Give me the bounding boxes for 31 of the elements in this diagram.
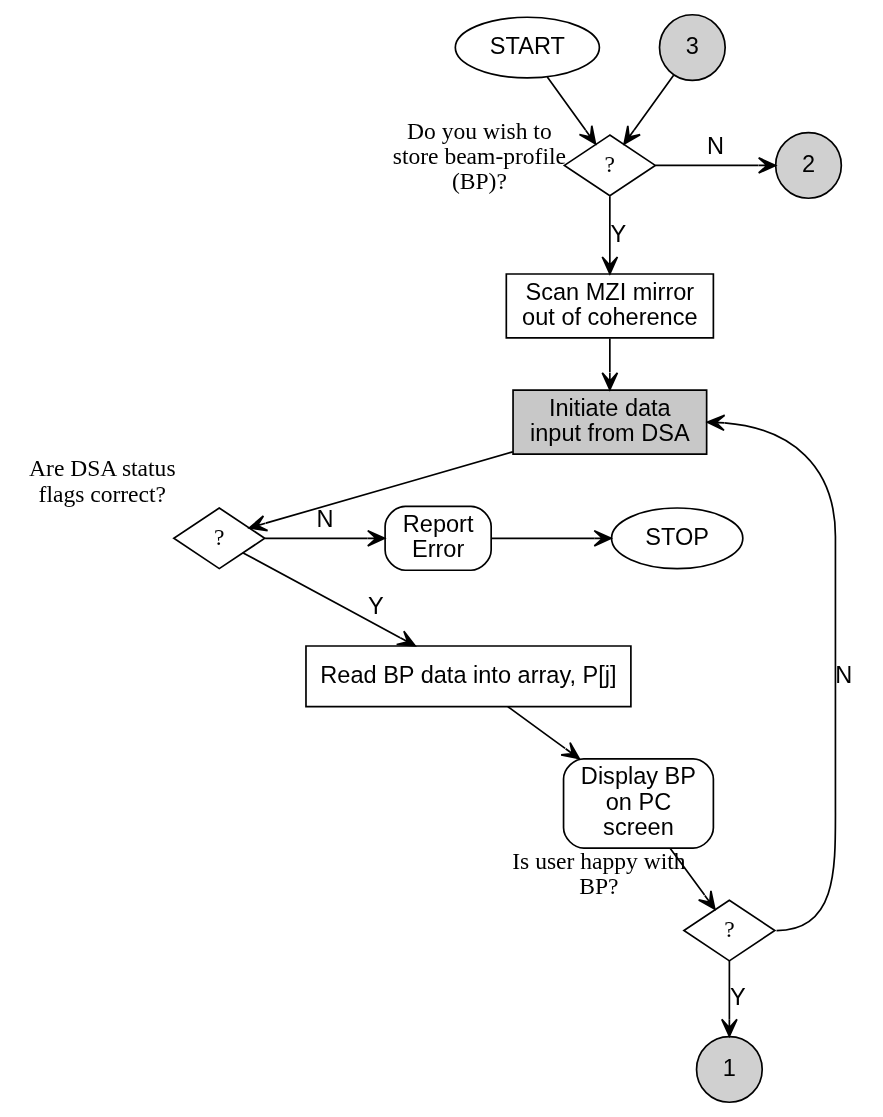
edge-label: Y <box>729 983 746 1010</box>
arrow <box>601 195 619 275</box>
node-box: Report Error <box>384 505 492 572</box>
node-circle: 1 <box>695 1035 764 1104</box>
node-circle: 3 <box>658 13 726 82</box>
arrow <box>706 414 837 932</box>
node-box: Read BP data into array, P[j] <box>305 645 632 708</box>
edge-label: N <box>316 505 334 532</box>
arrow <box>669 847 716 910</box>
arrow <box>490 529 612 547</box>
node-box: Scan MZI mirror out of coherence <box>505 273 715 339</box>
node-label: Are DSA status flags correct? <box>29 455 176 507</box>
arrow <box>720 960 738 1038</box>
arrow <box>623 74 675 145</box>
arrow <box>248 451 514 532</box>
edge-label: N <box>706 132 724 159</box>
arrow <box>264 529 386 547</box>
edge-label: N <box>835 661 853 688</box>
arrow <box>654 157 777 174</box>
edge-label: Y <box>367 593 384 620</box>
edge-label: Y <box>610 221 627 248</box>
node-box: Display BP on PC screen <box>562 758 715 849</box>
node-circle: 2 <box>774 131 843 200</box>
node-box: Initiate data input from DSA <box>512 389 708 455</box>
arrow <box>546 76 597 145</box>
arrow <box>242 552 416 647</box>
node-diamond: ? <box>682 899 777 962</box>
node-ellipse: START <box>454 16 601 79</box>
arrow <box>507 705 581 760</box>
arrow <box>601 337 619 391</box>
node-ellipse: STOP <box>610 507 744 570</box>
